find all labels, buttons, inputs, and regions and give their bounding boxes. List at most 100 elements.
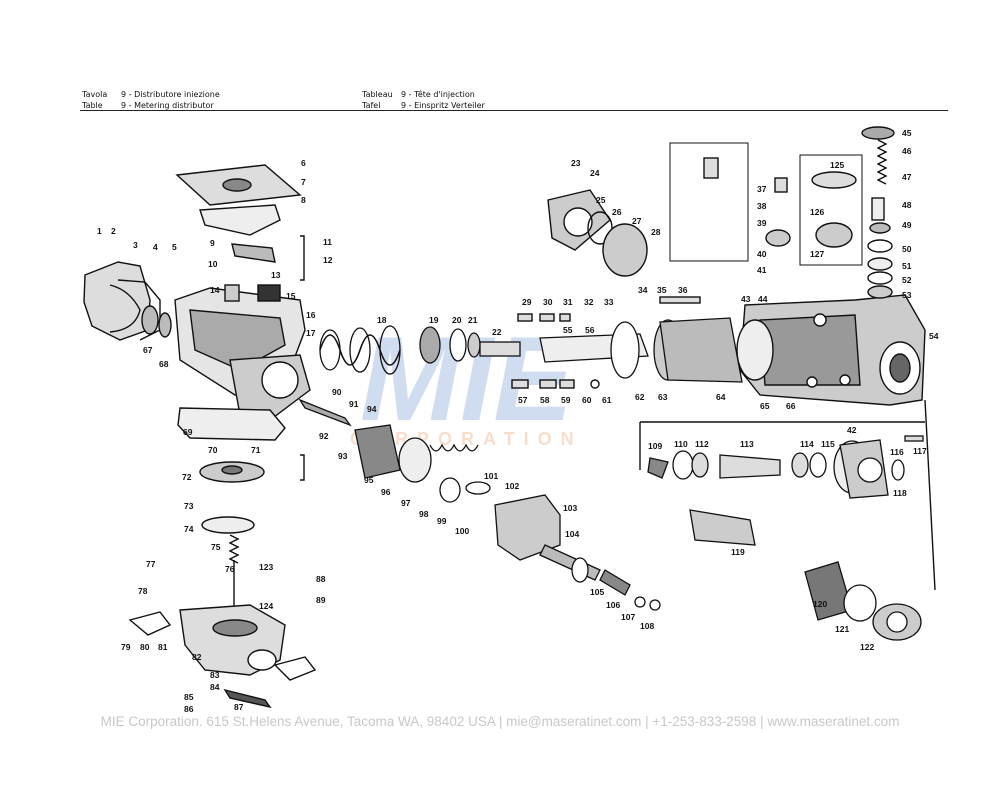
part-label-52: 52 — [902, 275, 912, 285]
part-label-61: 61 — [602, 395, 612, 405]
header-rule — [80, 110, 948, 111]
part-label-93: 93 — [338, 451, 348, 461]
part-label-87: 87 — [234, 702, 244, 712]
part-label-19: 19 — [429, 315, 439, 325]
header-fr-key: Tableau — [362, 90, 393, 99]
part-label-70: 70 — [208, 445, 218, 455]
part-label-80: 80 — [140, 642, 150, 652]
central-shaft-assembly — [298, 317, 743, 611]
part-label-25: 25 — [596, 195, 606, 205]
part-label-117: 117 — [913, 446, 927, 456]
part-label-68: 68 — [159, 359, 169, 369]
part-label-8: 8 — [301, 195, 306, 205]
part-label-59: 59 — [561, 395, 571, 405]
part-label-84: 84 — [210, 682, 220, 692]
part-label-39: 39 — [757, 218, 767, 228]
part-label-106: 106 — [606, 600, 620, 610]
part-label-56: 56 — [585, 325, 595, 335]
part-label-86: 86 — [184, 704, 194, 714]
part-label-75: 75 — [211, 542, 221, 552]
header-it-key: Tavola — [82, 90, 108, 99]
part-label-115: 115 — [821, 439, 835, 449]
part-label-67: 67 — [143, 345, 153, 355]
part-label-37: 37 — [757, 184, 767, 194]
part-label-50: 50 — [902, 244, 912, 254]
part-label-33: 33 — [604, 297, 614, 307]
header-en-key: Table — [82, 101, 103, 110]
part-label-14: 14 — [210, 285, 220, 295]
part-label-122: 122 — [860, 642, 874, 652]
part-label-5: 5 — [172, 242, 177, 252]
part-label-12: 12 — [323, 255, 333, 265]
part-label-79: 79 — [121, 642, 131, 652]
part-label-2: 2 — [111, 226, 116, 236]
part-label-120: 120 — [813, 599, 827, 609]
part-label-23: 23 — [571, 158, 581, 168]
header-it-value: 9 - Distributore iniezione — [121, 90, 220, 99]
part-label-104: 104 — [565, 529, 579, 539]
part-label-24: 24 — [590, 168, 600, 178]
part-label-18: 18 — [377, 315, 387, 325]
part-label-65: 65 — [760, 401, 770, 411]
part-label-6: 6 — [301, 158, 306, 168]
part-label-113: 113 — [740, 439, 754, 449]
part-label-123: 123 — [259, 562, 273, 572]
part-label-92: 92 — [319, 431, 329, 441]
part-label-82: 82 — [192, 652, 202, 662]
part-label-112: 112 — [695, 439, 709, 449]
mie-watermark: MIE CORPORATION — [350, 312, 577, 449]
part-label-62: 62 — [635, 392, 645, 402]
part-label-3: 3 — [133, 240, 138, 250]
part-label-43: 43 — [741, 294, 751, 304]
part-label-71: 71 — [251, 445, 261, 455]
part-label-60: 60 — [582, 395, 592, 405]
part-label-21: 21 — [468, 315, 478, 325]
part-label-121: 121 — [835, 624, 849, 634]
header-fr-value: 9 - Tête d'injection — [401, 90, 475, 99]
part-label-94: 94 — [367, 404, 377, 414]
part-label-35: 35 — [657, 285, 667, 295]
part-label-96: 96 — [381, 487, 391, 497]
part-label-126: 126 — [810, 207, 824, 217]
part-label-74: 74 — [184, 524, 194, 534]
header-de-key: Tafel — [362, 101, 381, 110]
part-label-83: 83 — [210, 670, 220, 680]
part-label-58: 58 — [540, 395, 550, 405]
distributor-housing — [511, 126, 936, 591]
part-label-101: 101 — [484, 471, 498, 481]
part-label-26: 26 — [612, 207, 622, 217]
part-label-55: 55 — [563, 325, 573, 335]
housing-assembly — [83, 164, 317, 709]
shaft-gear-assembly — [647, 435, 924, 641]
part-label-63: 63 — [658, 392, 668, 402]
part-label-54: 54 — [929, 331, 939, 341]
part-label-77: 77 — [146, 559, 156, 569]
part-label-99: 99 — [437, 516, 447, 526]
part-label-47: 47 — [902, 172, 912, 182]
part-label-76: 76 — [225, 564, 235, 574]
part-label-64: 64 — [716, 392, 726, 402]
part-label-91: 91 — [349, 399, 359, 409]
part-label-31: 31 — [563, 297, 573, 307]
watermark-logo: MIE — [360, 312, 577, 446]
part-label-22: 22 — [492, 327, 502, 337]
part-label-98: 98 — [419, 509, 429, 519]
part-label-17: 17 — [306, 328, 316, 338]
part-label-11: 11 — [323, 237, 332, 247]
part-label-29: 29 — [522, 297, 532, 307]
part-label-46: 46 — [902, 146, 912, 156]
part-label-114: 114 — [800, 439, 814, 449]
part-label-105: 105 — [590, 587, 604, 597]
part-label-1: 1 — [97, 226, 102, 236]
part-label-38: 38 — [757, 201, 767, 211]
part-label-49: 49 — [902, 220, 912, 230]
part-label-85: 85 — [184, 692, 194, 702]
part-label-34: 34 — [638, 285, 648, 295]
part-label-45: 45 — [902, 128, 912, 138]
part-label-4: 4 — [153, 242, 158, 252]
part-label-57: 57 — [518, 395, 528, 405]
part-label-42: 42 — [847, 425, 857, 435]
part-label-27: 27 — [632, 216, 642, 226]
